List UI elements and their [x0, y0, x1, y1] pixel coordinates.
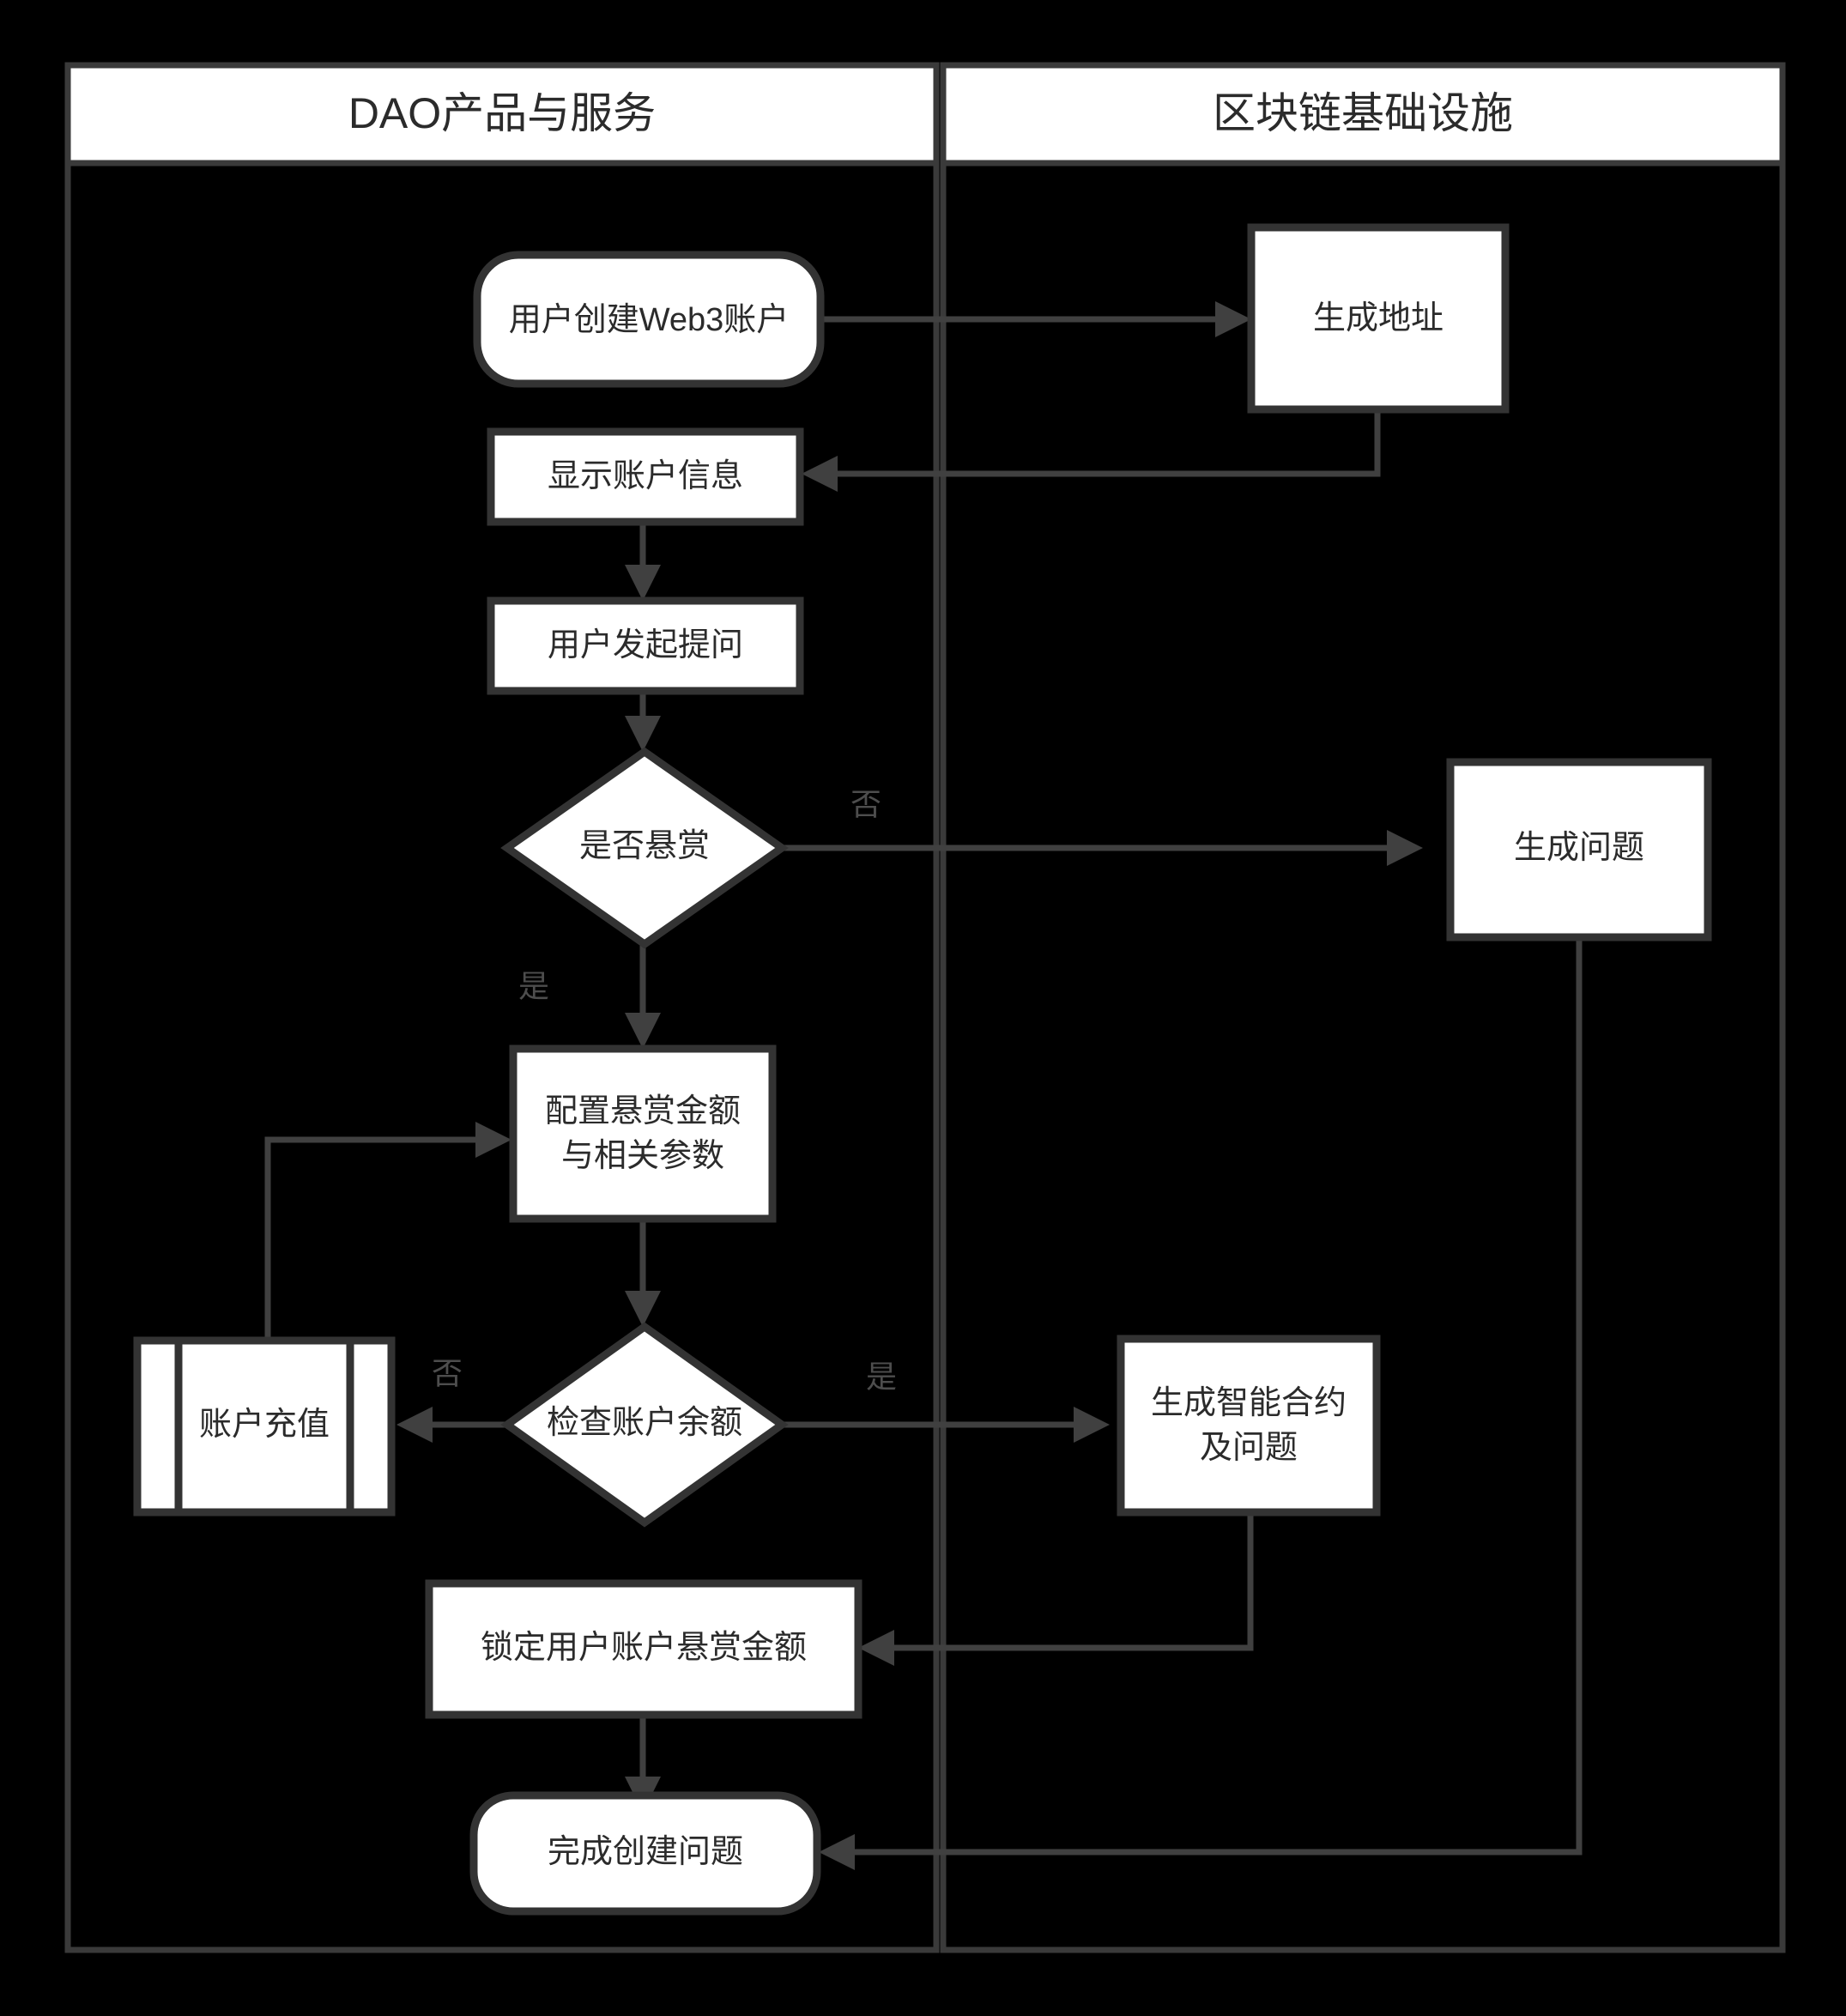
node-decision-is-reward-border — [500, 747, 789, 949]
node-finish-create-question-fill — [474, 1795, 817, 1911]
node-generate-question-border — [1446, 758, 1712, 941]
swimlane-frame: DAO产品与服务 区块链基础设施 — [64, 62, 1786, 1953]
node-show-account-info-label: 显示账户信息 — [548, 458, 743, 494]
node-generate-contract-fill — [1121, 1339, 1377, 1512]
edge-rewarddecision-no-arrow — [1387, 830, 1423, 866]
edge-address-to-showinfo-arrow — [802, 456, 838, 492]
node-generate-contract-label-line1: 生成智能合约 — [1151, 1385, 1347, 1421]
lane-body-right — [940, 160, 1786, 1953]
node-configure-reward-label-line1: 配置悬赏金额 — [545, 1093, 741, 1129]
node-show-account-info[interactable]: 显示账户信息 — [487, 427, 804, 526]
node-show-account-info-fill — [491, 432, 800, 522]
node-configure-reward-fill — [513, 1049, 772, 1219]
node-user-ask-question-fill — [491, 601, 800, 691]
edge-genquestion-to-finish — [843, 937, 1583, 1856]
node-decision-check-balance[interactable]: 检查账户余额 — [500, 1322, 789, 1528]
edge-label-balance-no: 否 — [432, 1356, 463, 1391]
node-account-topup-label: 账户充值 — [199, 1407, 330, 1443]
node-generate-address[interactable]: 生成地址 — [1247, 223, 1510, 414]
lane-header-right-fill — [943, 65, 1782, 163]
node-generate-contract[interactable]: 生成智能合约 及问题 — [1117, 1335, 1381, 1517]
edge-genquestion-to-finish-arrow — [819, 1834, 855, 1870]
edge-label-reward-no: 否 — [850, 787, 881, 822]
node-create-web3-account-label: 用户创建Web3账户 — [509, 302, 790, 338]
node-user-ask-question-border — [487, 596, 804, 695]
node-finish-create-question-label: 完成创建问题 — [548, 1834, 743, 1870]
node-decision-is-reward[interactable]: 是否悬赏 — [500, 747, 789, 949]
edge-address-to-showinfo — [826, 409, 1381, 477]
lane-header-left-fill — [68, 65, 936, 163]
node-generate-address-label: 生成地址 — [1313, 300, 1444, 336]
node-show-account-info-border — [487, 427, 804, 526]
node-decision-check-balance-label: 检查账户余额 — [547, 1405, 742, 1441]
node-finish-create-question[interactable]: 完成创建问题 — [469, 1791, 821, 1916]
node-decision-check-balance-border — [500, 1322, 789, 1528]
node-generate-address-fill — [1251, 227, 1505, 409]
node-configure-reward-border — [509, 1044, 777, 1223]
edge-rewarddecision-yes-arrow — [625, 1013, 661, 1049]
edge-account-to-address-arrow — [1215, 301, 1251, 337]
node-account-topup-border — [133, 1336, 396, 1517]
node-lock-reward-amount[interactable]: 锁定用户账户悬赏金额 — [425, 1579, 862, 1719]
node-generate-question[interactable]: 生成问题 — [1446, 758, 1712, 941]
edges-layer — [264, 301, 1583, 1870]
edge-balance-yes-arrow — [1074, 1407, 1110, 1443]
lane-body-left — [64, 160, 940, 1953]
edge-labels-layer: 否 是 否 是 — [432, 787, 897, 1395]
node-lock-reward-amount-fill — [429, 1583, 858, 1715]
node-user-ask-question[interactable]: 用户发起提问 — [487, 596, 804, 695]
edge-topup-to-config-arrow — [475, 1122, 511, 1158]
edge-contract-to-lockamount — [882, 1512, 1254, 1651]
edge-label-balance-yes: 是 — [866, 1359, 897, 1395]
edge-contract-to-lockamount-arrow — [858, 1630, 894, 1666]
lane-title-right: 区块链基础设施 — [1213, 89, 1513, 137]
edge-showinfo-to-ask-arrow — [625, 565, 661, 601]
node-finish-create-question-border — [469, 1791, 821, 1916]
node-decision-is-reward-label: 是否悬赏 — [579, 828, 710, 864]
edge-label-reward-yes: 是 — [518, 969, 549, 1004]
node-account-topup[interactable]: 账户充值 — [133, 1336, 396, 1517]
node-create-web3-account-border — [473, 251, 825, 388]
node-generate-contract-label-line2: 及问题 — [1200, 1430, 1298, 1466]
node-lock-reward-amount-border — [425, 1579, 862, 1719]
edge-topup-to-config — [264, 1136, 487, 1346]
node-create-web3-account-fill — [477, 255, 820, 384]
node-create-web3-account[interactable]: 用户创建Web3账户 — [473, 251, 825, 388]
node-lock-reward-amount-label: 锁定用户账户悬赏金额 — [481, 1630, 807, 1666]
node-generate-address-border — [1247, 223, 1510, 414]
node-generate-contract-border — [1117, 1335, 1381, 1517]
node-configure-reward-label-line2: 与相关参数 — [561, 1138, 724, 1174]
edge-config-to-balance-arrow — [625, 1291, 661, 1327]
edge-ask-to-rewarddecision-arrow — [625, 716, 661, 752]
node-generate-question-fill — [1450, 762, 1708, 937]
edge-balance-no-arrow — [396, 1407, 433, 1443]
node-configure-reward[interactable]: 配置悬赏金额 与相关参数 — [509, 1044, 777, 1223]
node-user-ask-question-label: 用户发起提问 — [548, 627, 743, 663]
node-generate-question-label: 生成问题 — [1514, 830, 1644, 866]
lane-title-left: DAO产品与服务 — [348, 89, 656, 137]
